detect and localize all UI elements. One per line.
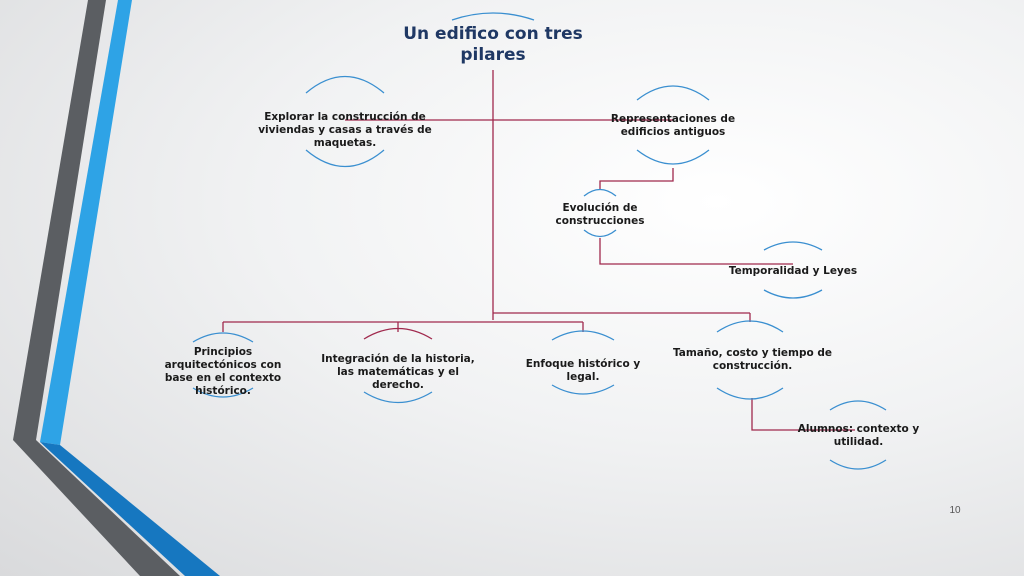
arc-tamano-top	[716, 320, 784, 333]
deco-blue-stripe	[40, 0, 132, 445]
arc-temporalidad-bottom	[763, 289, 823, 299]
node-principios: Principios arquitectónicos con base en e…	[164, 346, 282, 397]
arc-title-top	[451, 12, 535, 21]
connector-alumnos	[751, 398, 855, 431]
node-temporalidad: Temporalidad y Leyes	[728, 265, 858, 277]
deco-gray-stripe	[13, 0, 106, 440]
arc-evolucion-top	[583, 188, 617, 197]
node-explorar: Explorar la construcción de viviendas y …	[258, 111, 432, 149]
arc-principios-top	[192, 332, 254, 343]
node-arcs	[192, 12, 887, 470]
arc-temporalidad-top	[763, 241, 823, 251]
arc-enfoque-bottom	[551, 384, 615, 395]
diagram-title: Un edifico con tres pilares	[403, 24, 583, 65]
arc-explorar-top	[305, 75, 385, 94]
arc-integracion-top	[363, 327, 433, 340]
node-representaciones: Representaciones de edificios antiguos	[610, 113, 736, 138]
connector-evolucion	[599, 168, 674, 190]
arc-enfoque-top	[551, 330, 615, 341]
arc-alumnos-bottom	[829, 459, 887, 470]
connector-lines	[222, 70, 855, 431]
arc-integracion-bottom	[363, 391, 433, 404]
arc-explorar-bottom	[305, 149, 385, 168]
arc-alumnos-top	[829, 400, 887, 411]
arc-representaciones-bottom	[636, 149, 710, 165]
connector-temporalidad	[599, 238, 793, 265]
deco-gray-bottom-stripe	[13, 440, 180, 576]
deco-blue-bottom-stripe	[40, 442, 220, 576]
node-enfoque: Enfoque histórico y legal.	[525, 358, 641, 383]
arc-representaciones-top	[636, 85, 710, 101]
node-integracion: Integración de la historia, las matemáti…	[321, 353, 475, 391]
node-tamano: Tamaño, costo y tiempo de construcción.	[672, 347, 833, 372]
page-number: 10	[949, 505, 961, 516]
arc-evolucion-bottom	[583, 229, 617, 238]
node-alumnos: Alumnos: contexto y utilidad.	[797, 423, 920, 448]
node-evolucion: Evolución de construcciones	[555, 202, 645, 227]
arc-tamano-bottom	[716, 387, 784, 400]
arc-principios-bottom	[192, 387, 254, 398]
